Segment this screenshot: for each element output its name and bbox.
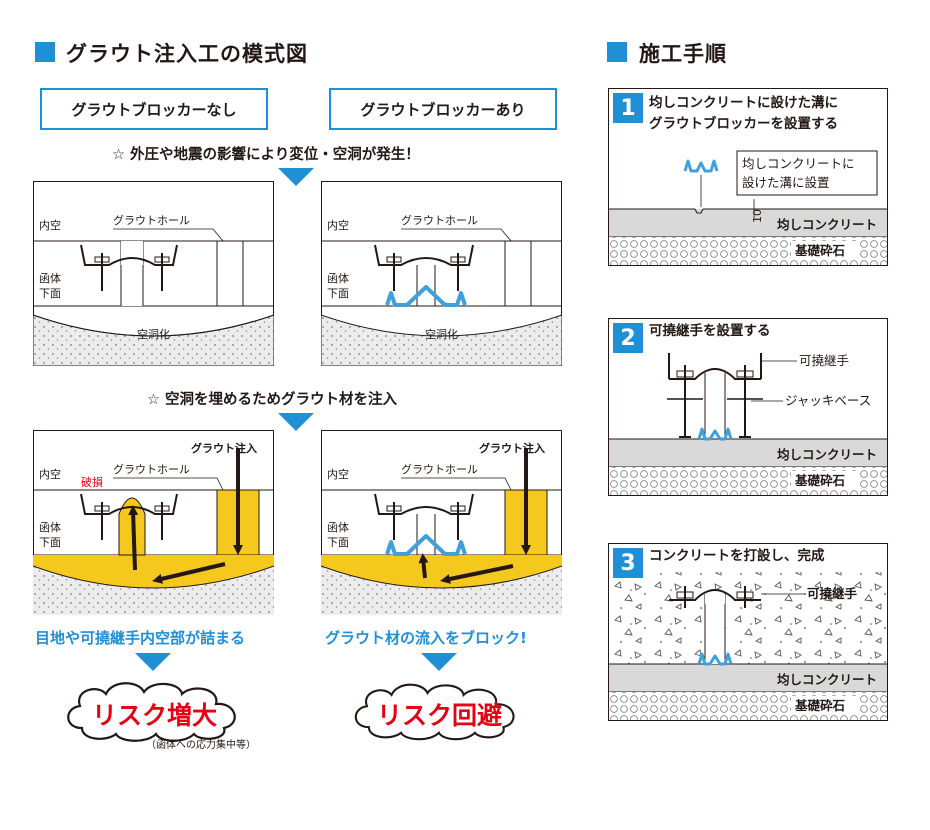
label-grout-hole: グラウトホール [113,213,190,227]
step-1-text-1: 均しコンクリートに設けた溝に [649,95,838,111]
label-box-bottom-2: 下面 [327,536,349,549]
step-1-layer-leveling: 均しコンクリート [777,217,877,232]
header-without-blocker: グラウトブロッカーなし [40,88,268,130]
step-1-dimension: 10 [751,209,764,223]
step-1-panel: 10 均しコンクリートに 設けた溝に設置 均しコンクリート 基礎砕石 1 均しコ… [608,88,888,266]
step-3-layer-gravel: 基礎砕石 [794,698,845,713]
step-3-panel: 可撓継手 均しコンクリート 基礎砕石 3 コンクリートを打設し、完成 [608,543,888,721]
label-box-bottom-1: 函体 [327,520,349,534]
step-2-diagram: 可撓継手 ジャッキベース 均しコンクリート 基礎砕石 [609,353,887,495]
step-3-number: 3 [613,548,643,578]
step-3-text-1: コンクリートを打設し、完成 [649,548,825,564]
step-2-layer-leveling: 均しコンクリート [777,447,877,462]
left-section-title: グラウト注入工の模式図 [66,42,308,66]
label-inner-space: 内空 [327,218,349,232]
down-arrow-4 [421,653,457,671]
step-3-label-joint: 可撓継手 [807,586,858,601]
step-1-number: 1 [613,93,643,123]
step-2-layer-gravel: 基礎砕石 [794,473,845,488]
note-grout-injection: ☆ 空洞を埋めるためグラウト材を注入 [147,392,398,408]
step-2-label-jack-base: ジャッキベース [785,393,871,408]
diagram-with-blocker-cavity: 内空 グラウトホール 函体 下面 空洞化 [321,181,562,366]
step-3-layer-leveling: 均しコンクリート [777,672,877,687]
risk-increase-text: リスク増大 [92,701,218,730]
label-box-bottom-2: 下面 [39,536,61,549]
label-box-bottom-1: 函体 [39,271,61,285]
risk-increase-note: （函体への応力集中等） [146,740,256,751]
down-arrow-3 [135,653,171,671]
step-3-diagram: 可撓継手 均しコンクリート 基礎砕石 [609,572,887,720]
label-grout-hole: グラウトホール [401,213,478,227]
label-box-bottom-1: 函体 [327,271,349,285]
label-cavity: 空洞化 [425,327,458,341]
label-grout-hole: グラウトホール [113,462,190,476]
step-3-header-bg [609,544,887,572]
step-2-number: 2 [613,323,643,353]
step-2-panel: 可撓継手 ジャッキベース 均しコンクリート 基礎砕石 2 可撓継手を設置する [608,318,888,496]
label-grout-hole: グラウトホール [401,462,478,476]
note-displacement: ☆ 外圧や地震の影響により変位・空洞が発生！ [112,147,420,163]
diagram-without-blocker-cavity: 内空 グラウトホール 函体 下面 空洞化 [33,181,274,366]
label-damage: 破損 [81,475,103,489]
label-inner-space: 内空 [39,467,61,481]
header-with-blocker: グラウトブロッカーあり [329,88,557,130]
step-2-label-joint: 可撓継手 [799,353,849,368]
label-grout-injection: グラウト注入 [479,441,545,455]
label-box-bottom-1: 函体 [39,520,61,534]
diagram-without-blocker-grout: 内空 グラウトホール 函体 下面 グラウト注入 破損 [33,430,274,615]
step-1-layer-gravel: 基礎砕石 [794,243,845,258]
label-box-bottom-2: 下面 [327,287,349,300]
label-inner-space: 内空 [327,467,349,481]
step-2-text-1: 可撓継手を設置する [649,323,771,339]
label-grout-injection: グラウト注入 [191,441,257,455]
section-marker-left [35,42,55,62]
down-arrow-1 [278,168,314,186]
step-1-text-2: グラウトブロッカーを設置する [649,116,838,132]
section-marker-right [607,42,627,62]
risk-avoid-text: リスク回避 [377,701,503,730]
cloud-risk-avoid [354,683,515,741]
step-1-callout-1: 均しコンクリートに [742,156,855,171]
caption-with-blocker: グラウト材の流入をブロック! [325,629,527,647]
label-cavity: 空洞化 [137,327,170,341]
label-inner-space: 内空 [39,218,61,232]
diagram-with-blocker-grout: 内空 グラウトホール 函体 下面 グラウト注入 [321,430,562,615]
down-arrow-2 [278,413,314,431]
right-section-title: 施工手順 [639,42,727,66]
cloud-risk-increase [67,682,236,742]
caption-without-blocker: 目地や可撓継手内空部が詰まる [35,629,246,647]
step-1-diagram: 10 均しコンクリートに 設けた溝に設置 均しコンクリート 基礎砕石 [609,150,887,265]
step-1-callout-2: 設けた溝に設置 [742,175,830,190]
label-box-bottom-2: 下面 [39,287,61,300]
